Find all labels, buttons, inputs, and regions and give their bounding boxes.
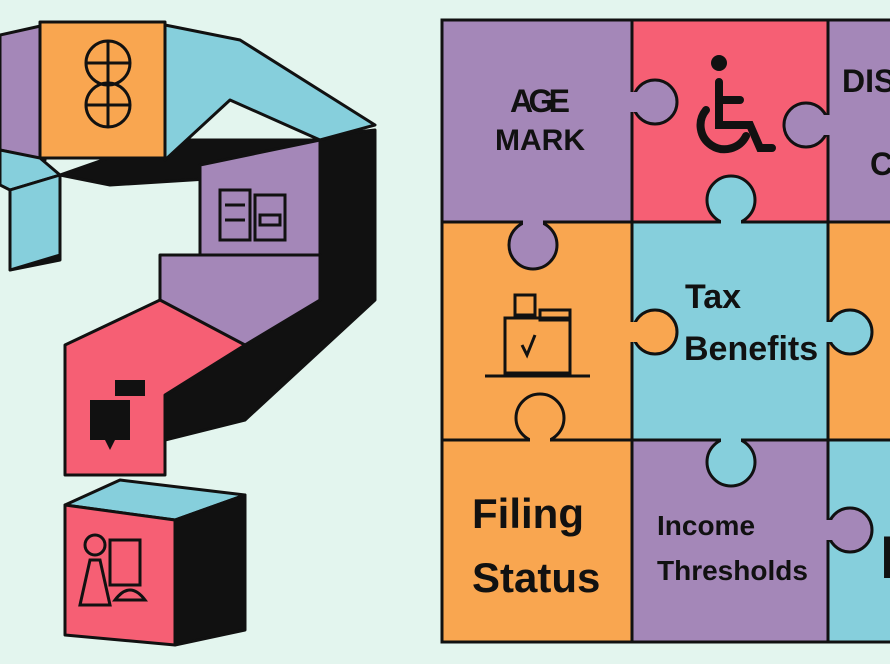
piece-label: Thresholds xyxy=(657,555,808,586)
knob-joins xyxy=(523,92,834,540)
piece-label: DIS xyxy=(842,63,890,99)
wheel-icon xyxy=(84,39,132,129)
puzzle-grid xyxy=(440,18,890,644)
wheelchair-icon xyxy=(696,55,776,154)
document-icon xyxy=(218,188,287,242)
piece-label: MARK xyxy=(495,124,585,157)
piece-label: Tax xyxy=(685,278,741,316)
piece-label: Benefits xyxy=(684,330,818,368)
piece-label: C xyxy=(870,146,890,182)
question-mark xyxy=(0,20,377,647)
piece-label: Income xyxy=(657,510,755,541)
chat-bubble-icon xyxy=(90,380,145,450)
piece-label: AGE xyxy=(510,83,570,119)
piece-label: I xyxy=(880,524,890,591)
piece-label: Status xyxy=(472,554,600,601)
cash-register-icon xyxy=(485,293,590,378)
person-reading-icon xyxy=(78,533,149,607)
piece-label: Filing xyxy=(472,490,584,537)
